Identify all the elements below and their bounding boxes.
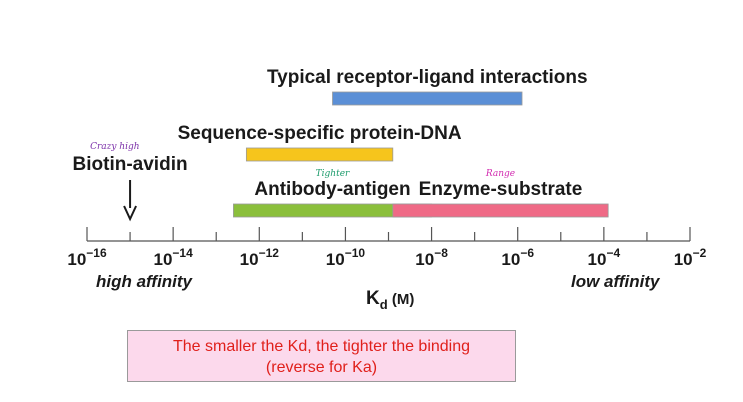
range-bars [233,91,609,218]
tick-exponent: −8 [434,246,448,260]
tick-exponent: −4 [606,246,620,260]
typical-receptor-ligand-interactions-label: Typical receptor-ligand interactions [267,67,588,88]
axis-title-main: K [366,288,380,309]
tick-base: 10 [240,250,259,269]
tick-exponent: −12 [259,246,280,260]
tick-base: 10 [154,250,173,269]
tick-label: 10−14 [154,246,194,269]
tighter-annotation: Tighter [316,169,350,179]
crazy-high-annotation: Crazy high [90,142,139,152]
tick-base: 10 [326,250,345,269]
low-affinity-label: low affinity [571,272,661,291]
biotin-avidin-marker: Biotin-avidin [73,154,188,222]
tick-base: 10 [67,250,86,269]
tick-label: 10−6 [501,246,534,269]
handwritten-annotations: Tighter Range Crazy high [90,142,515,179]
tick-exponent: −14 [172,246,193,260]
note-line-1: The smaller the Kd, the tighter the bind… [172,338,471,355]
enzyme-substrate-label: Enzyme-substrate [419,179,583,200]
tick-label: 10−4 [588,246,621,269]
antibody-antigen-label: Antibody-antigen [254,179,410,200]
tick-exponent: −16 [86,246,107,260]
note-line-2: (reverse for Ka) [265,359,378,376]
tick-exponent: −10 [345,246,366,260]
tick-label: 10−8 [415,246,448,269]
tick-label: 10−10 [326,246,366,269]
tick-base: 10 [415,250,434,269]
down-arrow-icon [123,205,137,222]
tick-base: 10 [674,250,693,269]
tick-label: 10−12 [240,246,280,269]
range-annotation: Range [485,169,515,179]
axis-title-subscript: d [380,297,388,312]
sequence-specific-protein-dna-label: Sequence-specific protein-DNA [178,123,462,144]
tick-exponent: −6 [520,246,534,260]
high-affinity-label: high affinity [96,272,194,291]
enzyme-substrate-bar [392,203,609,218]
biotin-avidin-label: Biotin-avidin [73,154,188,175]
typical-receptor-ligand-interactions-bar [332,91,523,106]
axis-title: Kd (M) [366,288,414,312]
range-labels: Typical receptor-ligand interactionsSequ… [178,67,588,200]
tick-label: 10−16 [67,246,107,269]
sequence-specific-protein-dna-bar [245,147,394,162]
tick-label: 10−2 [674,246,707,269]
tick-base: 10 [501,250,520,269]
note-box: The smaller the Kd, the tighter the bind… [127,330,516,382]
axis-title-unit: (M) [388,291,415,308]
tick-base: 10 [588,250,607,269]
axis-ticks [86,227,691,241]
tick-exponent: −2 [693,246,707,260]
